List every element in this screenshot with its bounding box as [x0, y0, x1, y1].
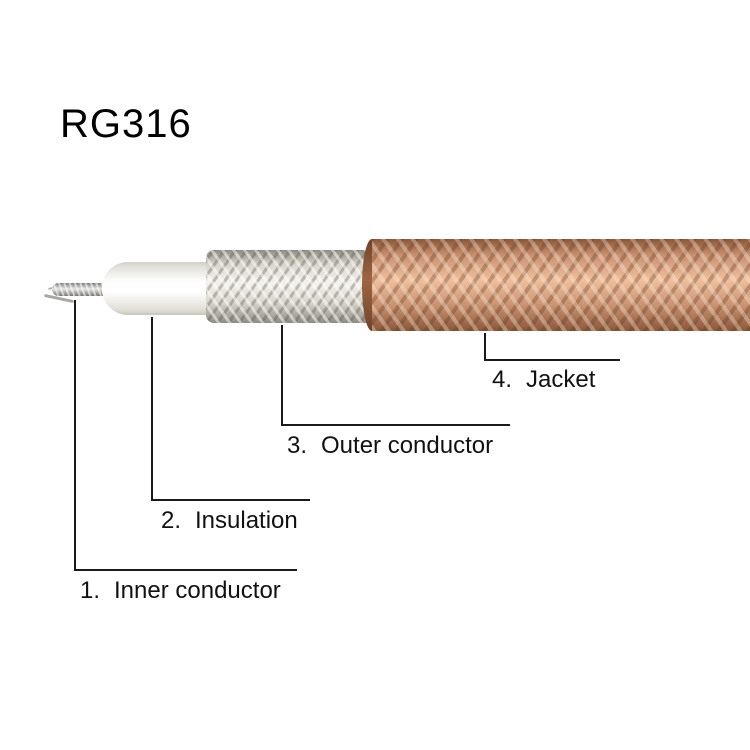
- cable-outer-conductor-braid: [206, 250, 384, 323]
- label-text: Inner conductor: [114, 577, 281, 604]
- leader-line-insulation: [151, 317, 310, 501]
- label-text: Jacket: [526, 366, 596, 393]
- label-text: Insulation: [195, 507, 298, 534]
- page-title: RG316: [60, 102, 192, 146]
- leader-line-outer-conductor: [281, 325, 510, 426]
- label-number: 3.: [287, 432, 308, 459]
- label-outer-conductor: 3. Outer conductor: [287, 432, 493, 460]
- cable-jacket: [372, 239, 750, 331]
- label-inner-conductor: 1. Inner conductor: [80, 577, 281, 605]
- label-number: 1.: [80, 577, 101, 604]
- label-number: 2.: [161, 507, 182, 534]
- leader-line-jacket: [484, 333, 620, 361]
- cable-insulation: [102, 262, 212, 315]
- label-jacket: 4. Jacket: [492, 366, 595, 394]
- label-number: 4.: [492, 366, 513, 393]
- label-text: Outer conductor: [321, 432, 494, 459]
- label-insulation: 2. Insulation: [161, 507, 298, 535]
- cable-inner-conductor: [52, 283, 114, 296]
